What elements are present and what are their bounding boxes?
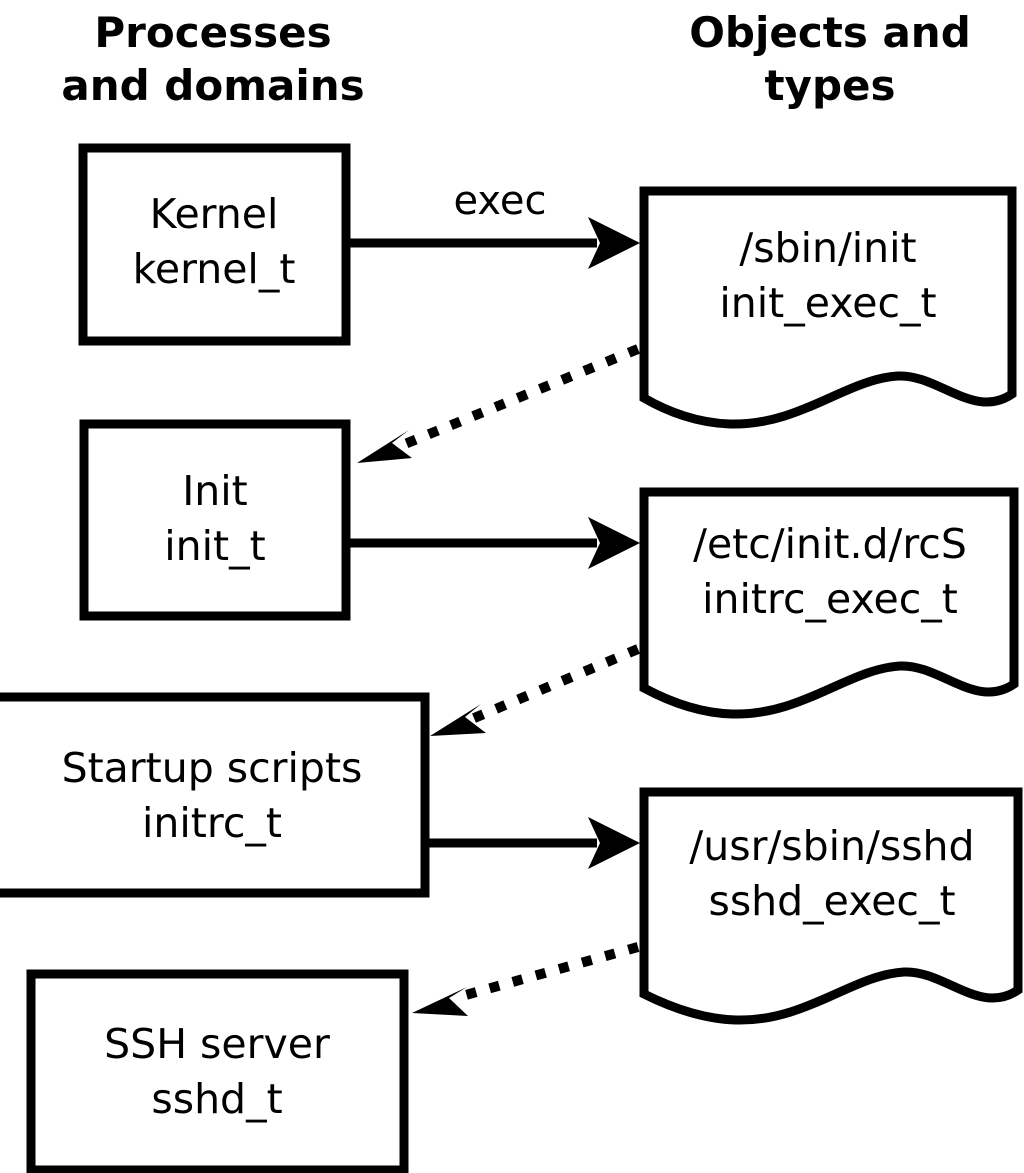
object-node-etc-initd-rcs[interactable] (639, 487, 1019, 719)
edge-rcs-to-startup-scripts-line (470, 644, 640, 724)
object-node-usr-sbin-sshd-type: sshd_exec_t (708, 877, 955, 925)
column-heading-right-line2: types (764, 61, 895, 110)
column-heading-left-line2: and domains (61, 61, 364, 110)
column-heading-right-line1: Objects and (689, 8, 971, 57)
process-node-init[interactable] (79, 419, 351, 621)
process-node-kernel-type: kernel_t (133, 245, 296, 293)
process-node-ssh-server-type: sshd_t (151, 1075, 282, 1123)
edge-rcs-to-startup-scripts-arrowhead (430, 704, 486, 736)
object-node-sbin-init-path: /sbin/init (739, 224, 916, 272)
edge-label-exec: exec (454, 178, 547, 224)
edge-sshd-to-ssh-server-arrowhead (412, 987, 468, 1016)
object-node-etc-initd-rcs-type: initrc_exec_t (702, 575, 958, 623)
edge-init-to-rcs-arrowhead (588, 517, 640, 569)
process-node-kernel[interactable] (78, 143, 351, 346)
object-node-sbin-init[interactable] (639, 186, 1017, 429)
object-node-sbin-init-type: init_exec_t (719, 279, 936, 327)
process-node-kernel-name: Kernel (150, 190, 279, 238)
edge-sshd-to-ssh-server-line (453, 942, 640, 1003)
process-node-startup-scripts-name: Startup scripts (62, 744, 363, 792)
process-node-init-name: Init (182, 467, 248, 515)
edge-kernel-to-sbin-init-arrowhead (588, 217, 640, 269)
object-node-usr-sbin-sshd[interactable] (639, 787, 1023, 1025)
process-node-ssh-server-name: SSH server (104, 1020, 330, 1068)
process-node-startup-scripts-type: initrc_t (142, 799, 282, 847)
edge-sbin-init-to-init-arrowhead (357, 430, 412, 463)
object-node-usr-sbin-sshd-path: /usr/sbin/sshd (689, 822, 974, 870)
process-node-ssh-server[interactable] (26, 969, 409, 1173)
edge-sbin-init-to-init-line (398, 344, 640, 451)
process-node-startup-scripts[interactable] (0, 692, 430, 898)
edge-startup-scripts-to-sshd-arrowhead (588, 817, 640, 869)
object-node-etc-initd-rcs-path: /etc/init.d/rcS (693, 520, 967, 568)
column-heading-left-line1: Processes (94, 8, 331, 57)
process-node-init-type: init_t (164, 522, 265, 570)
